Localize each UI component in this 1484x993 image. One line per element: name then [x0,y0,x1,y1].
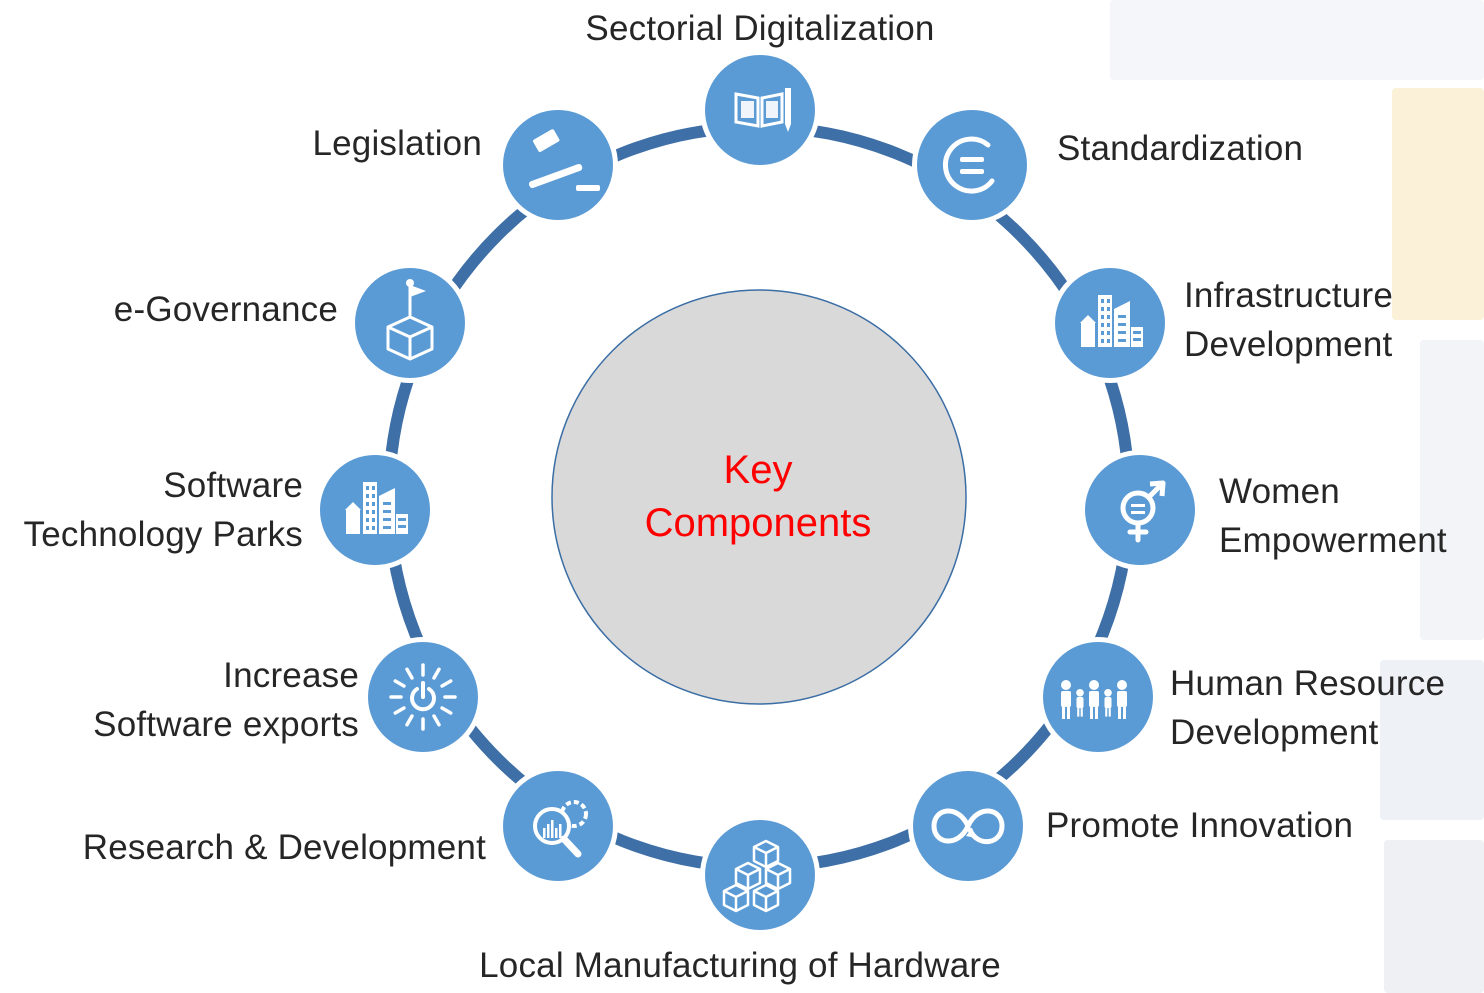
city-buildings-icon [1080,295,1143,347]
stacked-cubes-icon [722,839,792,913]
label-infrastructure-development: Infrastructure Development [1184,276,1393,364]
node-disc [917,110,1027,220]
center-circle [551,289,967,705]
node-promote-innovation [908,766,1028,886]
label-software-technology-parks: Software Technology Parks [23,466,303,554]
node-disc [1085,455,1195,565]
background-panel-top [1110,0,1484,80]
background-panel-lower [1380,660,1484,820]
equals-circle-icon [942,136,995,194]
magnifier-chart-gear-icon [533,800,588,858]
node-increase-software-exports [363,637,483,757]
node-legislation [498,105,618,225]
label-research-development: Research & Development [82,828,486,867]
node-local-manufacturing-of-hardware [700,815,820,935]
background-panel-mid [1420,340,1484,640]
power-sun-icon [389,663,457,731]
background-panel-bottom [1384,840,1484,993]
node-human-resource-development [1038,637,1158,757]
label-women-empowerment: Women Empowerment [1219,472,1447,560]
family-people-icon [1061,680,1127,719]
infinity-icon [931,808,1005,844]
label-human-resource-development: Human Resource Development [1170,664,1446,752]
component-nodes [315,50,1200,935]
node-disc [355,268,465,378]
ballot-box-flag-icon [386,279,434,361]
gavel-icon [528,129,600,191]
node-standardization [912,105,1032,225]
label-e-governance: e-Governance [113,290,338,329]
label-promote-innovation: Promote Innovation [1046,806,1354,845]
label-increase-software-exports: Increase Software exports [93,656,359,744]
background-panel-yellow [1392,88,1484,320]
node-sectorial-digitalization [700,50,820,170]
node-disc [503,110,613,220]
label-sectorial-digitalization: Sectorial Digitalization [585,9,935,48]
center-title: Key Components [644,448,872,545]
node-research-development [498,766,618,886]
gender-equality-icon [1120,480,1166,543]
node-software-technology-parks [315,450,435,570]
label-standardization: Standardization [1057,129,1304,168]
node-disc [705,55,815,165]
label-local-manufacturing-of-hardware: Local Manufacturing of Hardware [479,946,1001,985]
node-infrastructure-development [1050,263,1170,383]
node-e-governance [350,263,470,383]
book-pencil-icon [734,88,791,132]
label-legislation: Legislation [312,124,482,163]
node-women-empowerment [1080,450,1200,570]
city-buildings-icon [345,482,408,534]
